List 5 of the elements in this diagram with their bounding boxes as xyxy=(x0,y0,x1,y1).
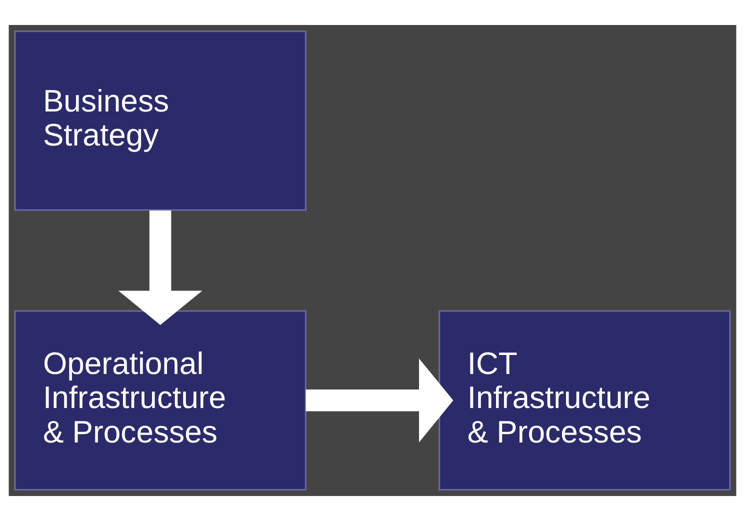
node-box: Operational Infrastructure & Processes xyxy=(14,310,306,490)
arrow xyxy=(306,358,454,442)
node-box: ICT Infrastructure & Processes xyxy=(438,310,731,490)
node-box: Business Strategy xyxy=(14,30,306,210)
arrow xyxy=(118,210,202,324)
